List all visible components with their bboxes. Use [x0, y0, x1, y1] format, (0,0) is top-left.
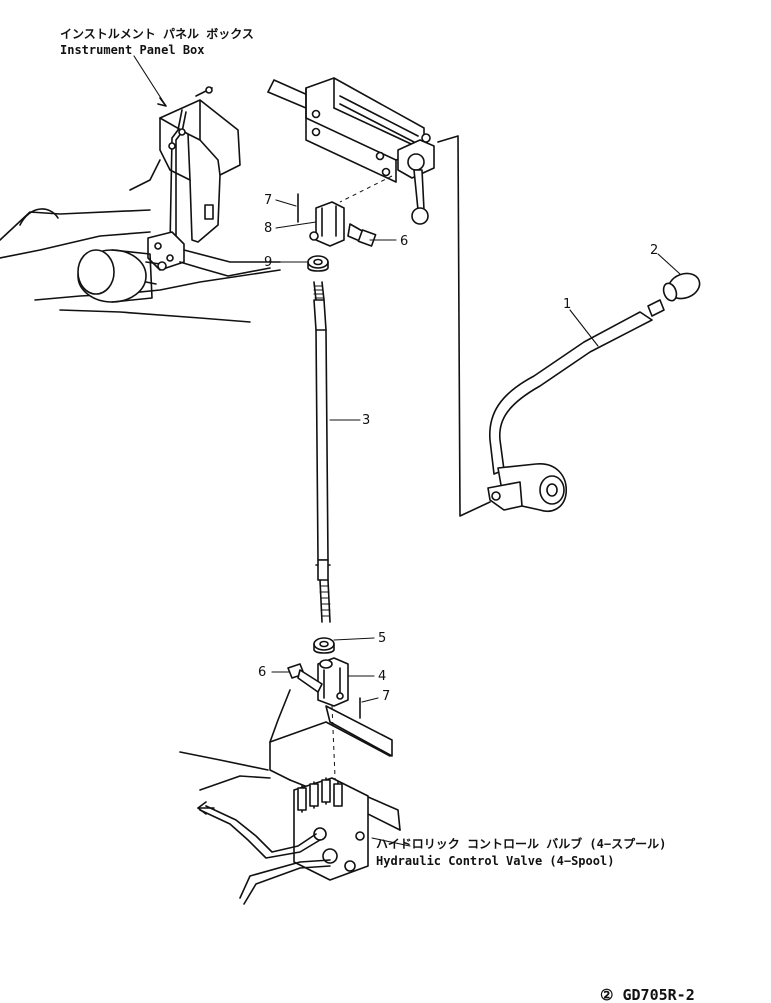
shift-lever-drawing [437, 135, 701, 517]
hydraulic-valve-drawing [179, 689, 411, 905]
upper-clevis-group [297, 193, 377, 272]
panel-box-label-jp: インストルメント パネル ボックス [60, 26, 254, 41]
valve-label-jp: ハイドロリック コントロール バルブ (4−スプール) [376, 836, 666, 851]
callout-8: 8 [264, 221, 272, 236]
callout-7-bottom: 7 [382, 689, 390, 704]
callout-leaders [271, 199, 681, 703]
callout-3: 3 [362, 413, 370, 428]
instrument-panel-box-drawing [0, 55, 281, 323]
figure-reference: ② GD705R-2 [600, 986, 695, 1003]
lever-bracket-drawing [267, 77, 435, 225]
callout-1: 1 [563, 297, 571, 312]
panel-box-label-en: Instrument Panel Box [60, 43, 205, 57]
lower-clevis-group [287, 637, 361, 801]
callout-6-top: 6 [400, 234, 408, 249]
callout-6-bottom: 6 [258, 665, 266, 680]
callout-9: 9 [264, 255, 272, 270]
callout-2: 2 [650, 243, 658, 258]
callout-5: 5 [378, 631, 386, 646]
valve-label-en: Hydraulic Control Valve (4−Spool) [376, 854, 614, 868]
callout-7-top: 7 [264, 193, 272, 208]
control-rod-drawing [313, 281, 331, 623]
callout-4: 4 [378, 669, 386, 684]
